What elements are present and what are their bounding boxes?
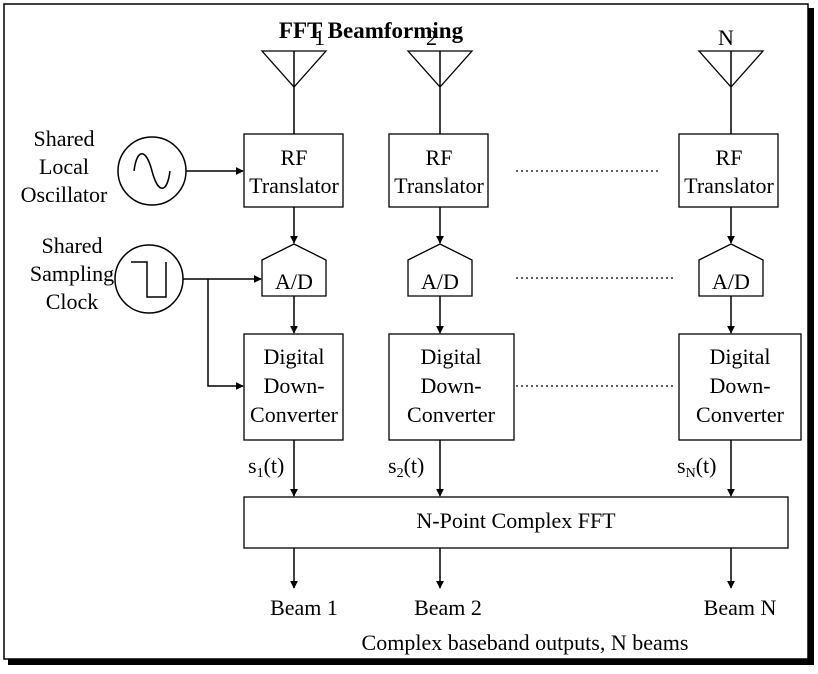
adc-2 bbox=[407, 243, 473, 297]
ddc-2-line3: Converter bbox=[407, 402, 496, 427]
ddc-2 bbox=[388, 333, 515, 441]
signal-subscript-2: 2 bbox=[397, 466, 404, 481]
signal-label-2: s2(t) bbox=[388, 453, 424, 481]
rf-translator-1-line1: RF bbox=[281, 145, 308, 170]
adc-1 bbox=[261, 243, 327, 297]
clock-to-ddc-arrow bbox=[207, 279, 244, 390]
rf-translator-n-line2: Translator bbox=[684, 173, 774, 198]
beam-label-2: Beam 2 bbox=[414, 595, 482, 620]
rf-translator-2 bbox=[388, 133, 489, 208]
antenna-2 bbox=[406, 50, 474, 134]
ddc-1-line2: Down- bbox=[263, 373, 324, 398]
adc-2-label: A/D bbox=[421, 269, 459, 294]
signal-symbol-1: s bbox=[248, 453, 257, 478]
beam-label-1: Beam 1 bbox=[270, 595, 338, 620]
oscillator-label-line2: Local bbox=[39, 154, 89, 179]
rf-translator-n bbox=[678, 133, 779, 208]
sine-wave-icon bbox=[133, 153, 171, 189]
antenna-label-2: 2 bbox=[426, 25, 437, 50]
antenna-n bbox=[697, 50, 765, 134]
rf-translator-1-line2: Translator bbox=[249, 173, 339, 198]
signal-subscript-n: N bbox=[686, 466, 696, 481]
antenna-1 bbox=[260, 50, 328, 134]
rf-translator-n-line1: RF bbox=[716, 145, 743, 170]
rf-translator-1 bbox=[243, 133, 344, 208]
adc-n bbox=[698, 243, 764, 297]
clock-label-line2: Sampling bbox=[30, 261, 114, 286]
fft-label: N-Point Complex FFT bbox=[416, 508, 616, 533]
fft-block bbox=[243, 496, 789, 549]
clock-label-line1: Shared bbox=[41, 233, 102, 258]
signal-label-1: s1(t) bbox=[248, 453, 284, 481]
adc-n-label: A/D bbox=[712, 269, 750, 294]
ddc-2-line2: Down- bbox=[420, 373, 481, 398]
oscillator-label-line1: Shared bbox=[33, 126, 94, 151]
signal-subscript-1: 1 bbox=[257, 466, 264, 481]
signal-symbol-n: s bbox=[677, 453, 686, 478]
signal-symbol-2: s bbox=[388, 453, 397, 478]
rf-translator-2-line1: RF bbox=[426, 145, 453, 170]
ddc-2-line1: Digital bbox=[420, 344, 481, 369]
signal-tail-2: (t) bbox=[404, 453, 425, 478]
ddc-n-line3: Converter bbox=[696, 402, 785, 427]
signal-tail-1: (t) bbox=[264, 453, 285, 478]
ddc-1 bbox=[243, 333, 344, 441]
diagram-frame bbox=[3, 3, 809, 660]
square-wave-icon bbox=[131, 261, 167, 298]
adc-1-label: A/D bbox=[275, 269, 313, 294]
diagram-title: FFT Beamforming bbox=[279, 18, 464, 43]
ddc-1-line3: Converter bbox=[250, 402, 339, 427]
clock-symbol bbox=[114, 244, 184, 314]
beam-label-n: Beam N bbox=[704, 595, 777, 620]
footer-caption: Complex baseband outputs, N beams bbox=[362, 630, 689, 655]
ddc-n-line1: Digital bbox=[709, 344, 770, 369]
ddc-1-line1: Digital bbox=[263, 344, 324, 369]
ddc-n bbox=[678, 333, 802, 441]
signal-label-n: sN(t) bbox=[677, 453, 716, 481]
ddc-n-line2: Down- bbox=[709, 373, 770, 398]
antenna-label-n: N bbox=[718, 25, 734, 50]
antenna-label-1: 1 bbox=[314, 25, 325, 50]
signal-tail-n: (t) bbox=[696, 453, 717, 478]
clock-label-line3: Clock bbox=[46, 289, 99, 314]
rf-translator-2-line2: Translator bbox=[394, 173, 484, 198]
oscillator-label-line3: Oscillator bbox=[21, 182, 108, 207]
